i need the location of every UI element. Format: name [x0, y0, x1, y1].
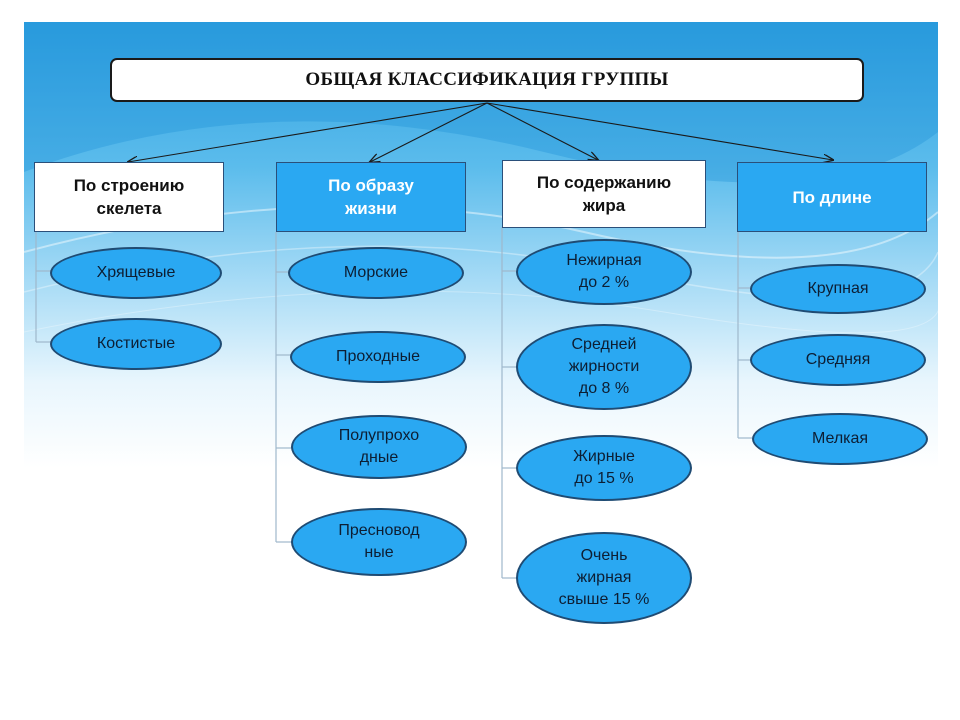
- oval-small: Мелкая: [752, 413, 928, 465]
- oval-marine: Морские: [288, 247, 464, 299]
- arrow-to-fat: [486, 102, 598, 160]
- oval-anadromous: Проходные: [290, 331, 466, 383]
- arrow-to-skeleton: [128, 102, 488, 162]
- oval-medium: Средняя: [750, 334, 926, 386]
- oval-cartilaginous: Хрящевые: [50, 247, 222, 299]
- arrow-to-length: [486, 102, 833, 160]
- arrow-to-lifestyle: [370, 102, 488, 162]
- title-box: ОБЩАЯ КЛАССИФИКАЦИЯ ГРУППЫ: [110, 58, 864, 102]
- oval-large: Крупная: [750, 264, 926, 314]
- category-length: По длине: [737, 162, 927, 232]
- oval-bony: Костистые: [50, 318, 222, 370]
- diagram-title: ОБЩАЯ КЛАССИФИКАЦИЯ ГРУППЫ: [305, 69, 669, 90]
